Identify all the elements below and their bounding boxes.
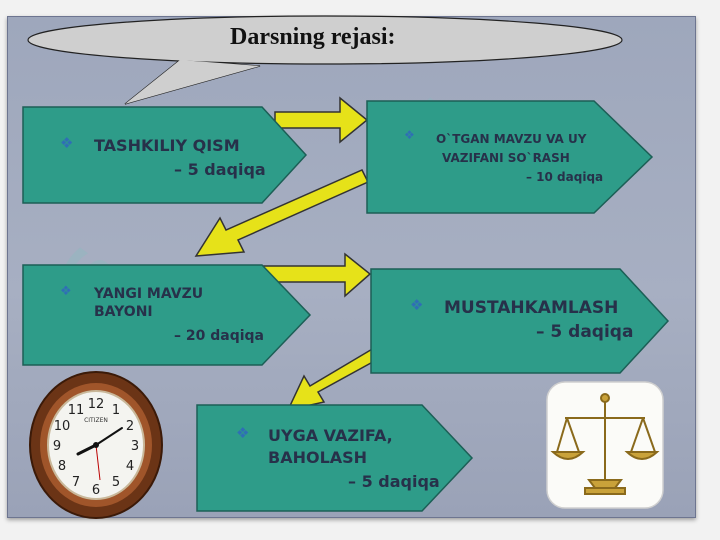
- step-5-time: – 5 daqiqa: [348, 472, 440, 491]
- diamond-bullet-icon: ❖: [60, 134, 74, 152]
- step-5-name-line1: UYGA VAZIFA,: [268, 426, 393, 445]
- step-2-time: – 10 daqiqa: [526, 170, 604, 184]
- clock-numeral: 4: [126, 459, 134, 474]
- clock-numeral: 9: [53, 439, 61, 454]
- arrow-down-left-icon: [194, 169, 370, 257]
- wall-clock-icon: CITIZEN 12 1 2 3 4 5 6 7 8 9 10 11: [28, 370, 164, 524]
- step-1-time: – 5 daqiqa: [174, 160, 266, 179]
- step-block-5: ❖ UYGA VAZIFA, BAHOLASH – 5 daqiqa: [196, 404, 474, 512]
- title-callout: [27, 15, 623, 105]
- diamond-bullet-icon: ❖: [410, 296, 424, 314]
- diamond-bullet-icon: ❖: [236, 424, 250, 442]
- step-3-name-line2: BAYONI: [94, 304, 153, 320]
- clock-numeral: 10: [54, 419, 71, 434]
- clock-brand: CITIZEN: [84, 417, 108, 424]
- clock-numeral: 8: [58, 459, 66, 474]
- diamond-bullet-icon: ❖: [60, 284, 72, 299]
- clock-numeral: 11: [68, 403, 85, 418]
- step-block-3: ❖ YANGI MAVZU BAYONI – 20 daqiqa: [22, 264, 312, 366]
- step-2-name-line2: VAZIFANI SO`RASH: [442, 151, 570, 165]
- clock-numeral: 7: [72, 475, 80, 490]
- scales-of-justice-icon: [545, 380, 665, 514]
- clock-numeral: 5: [112, 475, 120, 490]
- clock-numeral: 12: [88, 397, 105, 412]
- clock-numeral: 1: [112, 403, 120, 418]
- pentagon-shape: [196, 404, 474, 512]
- clock-numeral: 3: [131, 439, 139, 454]
- step-4-time: – 5 daqiqa: [536, 322, 634, 342]
- step-2-name-line1: O`TGAN MAVZU VA UY: [436, 132, 587, 146]
- clock-numeral: 2: [126, 419, 134, 434]
- pentagon-shape: [370, 268, 670, 374]
- clock-numeral: 6: [92, 483, 100, 498]
- step-1-name: TASHKILIY QISM: [94, 136, 240, 155]
- page-title: Darsning rejasi:: [230, 24, 396, 50]
- step-5-name-line2: BAHOLASH: [268, 448, 368, 467]
- pentagon-shape: [22, 106, 307, 204]
- step-4-name: MUSTAHKAMLASH: [444, 298, 619, 318]
- step-3-time: – 20 daqiqa: [174, 328, 264, 344]
- pentagon-shape: [22, 264, 312, 366]
- step-3-name-line1: YANGI MAVZU: [94, 286, 204, 302]
- diamond-bullet-icon: ❖: [404, 128, 415, 142]
- step-block-1: ❖ TASHKILIY QISM – 5 daqiqa: [22, 106, 307, 204]
- arrow-right-icon: [274, 96, 369, 144]
- step-block-4: ❖ MUSTAHKAMLASH – 5 daqiqa: [370, 268, 670, 374]
- pentagon-shape: [366, 100, 654, 214]
- step-block-2: ❖ O`TGAN MAVZU VA UY VAZIFANI SO`RASH – …: [366, 100, 654, 214]
